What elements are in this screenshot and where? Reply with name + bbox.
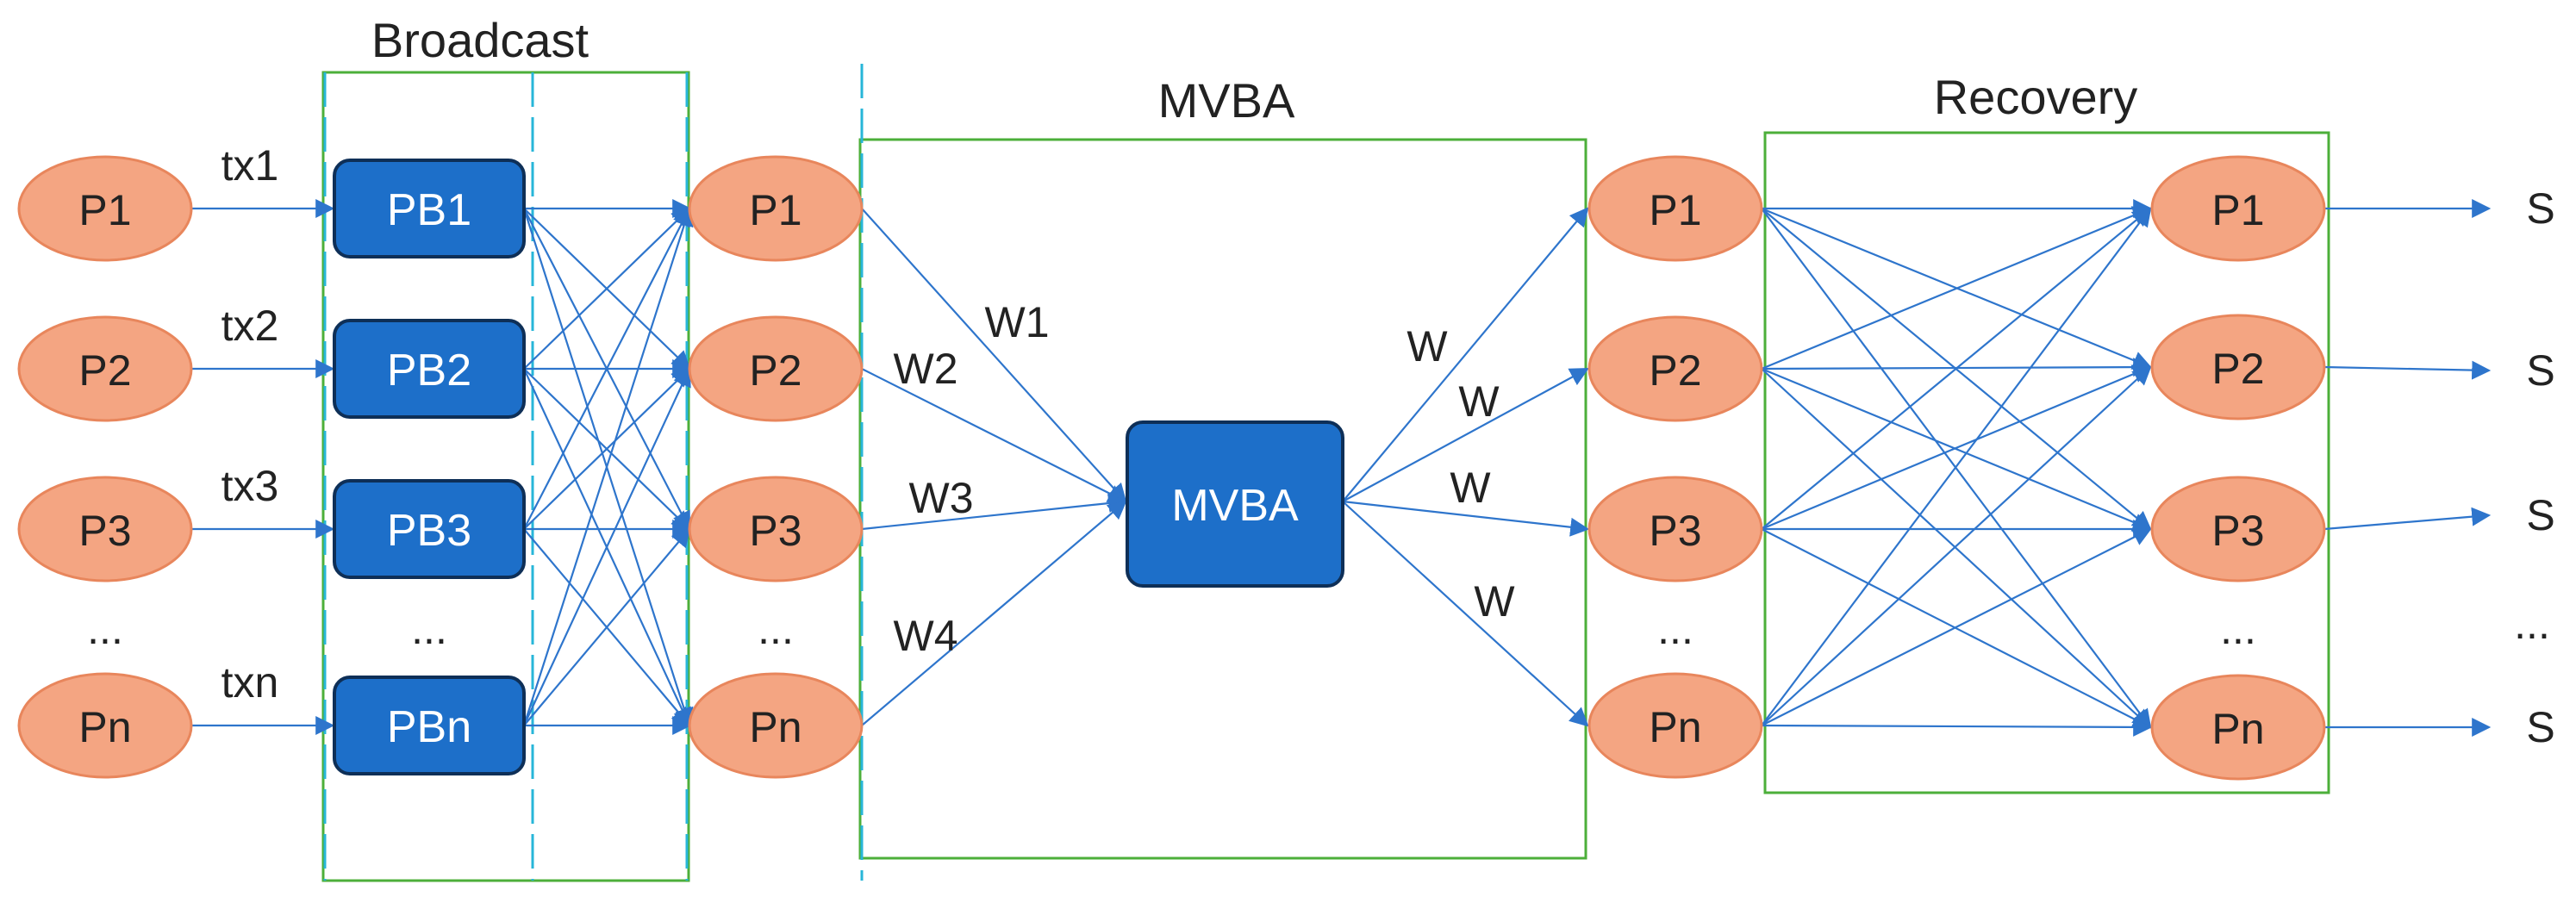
- broadcast-node-5: [688, 672, 864, 779]
- recovery-edge-4-4: [1761, 717, 2153, 737]
- mvba-box: [1126, 420, 1344, 588]
- mvba-out-node-2: [1587, 315, 1763, 422]
- input-node-3-label: P3: [78, 507, 131, 555]
- input-node-3: [17, 476, 193, 582]
- broadcast-node-5-label: Pn: [749, 703, 801, 751]
- w-out-edge-4: [1342, 501, 1589, 727]
- mvba-out-ellipsis: ...: [1657, 605, 1693, 653]
- w-in-label-3: W3: [909, 474, 974, 522]
- recovery-node-3: [2150, 476, 2326, 582]
- broadcast-frame: [321, 71, 690, 882]
- pb-box-1-label: PB1: [387, 185, 471, 235]
- output-label-3: S: [2526, 491, 2554, 539]
- recovery-edge-4-3: [1761, 528, 2152, 726]
- pb-edge-3-1: [523, 207, 691, 530]
- w-in-edge-1: [861, 208, 1127, 503]
- input-node-2: [17, 315, 193, 422]
- recovery-title: Recovery: [1934, 70, 2138, 124]
- recovery-node-1-label: P1: [2211, 186, 2264, 234]
- pb-box-3: [333, 479, 526, 579]
- mvba-out-node-3: [1587, 476, 1763, 582]
- w-out-label-4: W: [1474, 577, 1515, 626]
- broadcast-node-1: [688, 155, 864, 262]
- pb-box-3-label: PB3: [387, 506, 471, 556]
- recovery-ellipsis: ...: [2220, 605, 2256, 653]
- edges: [191, 199, 2492, 737]
- recovery-node-1: [2150, 155, 2326, 262]
- input-node-5-label: Pn: [78, 703, 131, 751]
- w-out-label-3: W: [1450, 464, 1491, 512]
- tx-label-3: tx3: [221, 462, 279, 510]
- recovery-node-2-label: P2: [2211, 345, 2264, 393]
- pb-edge-4-3: [523, 527, 691, 726]
- output-label-5: S: [2526, 703, 2554, 751]
- mvba-out-node-5: [1587, 672, 1763, 779]
- mvba-out-node-1: [1587, 155, 1763, 262]
- recovery-frame: [1763, 131, 2330, 794]
- mvba-out-node-3-label: P3: [1649, 507, 1701, 555]
- broadcast-node-2: [688, 315, 864, 422]
- tx-label-4: txn: [221, 658, 279, 707]
- recovery-node-5: [2150, 674, 2326, 781]
- mvba-out-node-2-label: P2: [1649, 346, 1701, 395]
- pb-edge-3-2: [523, 367, 691, 530]
- mvba-out-node-1-label: P1: [1649, 186, 1701, 234]
- input-node-1: [17, 155, 193, 262]
- recovery-edge-3-2: [1761, 364, 2153, 531]
- recovery-edge-3-1: [1761, 207, 2152, 530]
- w-in-label-2: W2: [894, 345, 958, 393]
- recovery-edge-2-4: [1761, 368, 2152, 729]
- broadcast-title: Broadcast: [371, 13, 589, 67]
- recovery-edge-4-1: [1761, 207, 2152, 726]
- pb-edge-4-1: [522, 206, 694, 726]
- output-ellipsis: ...: [2514, 600, 2550, 648]
- broadcast-node-3-label: P3: [749, 507, 801, 555]
- broadcast-node-1-label: P1: [749, 186, 801, 234]
- output-edge-2: [2323, 360, 2492, 380]
- w-in-edge-3: [861, 494, 1128, 531]
- input-ellipsis: ...: [87, 605, 123, 653]
- w-in-edge-2: [861, 368, 1127, 502]
- w-in-edge-4: [861, 500, 1127, 726]
- mvba-title: MVBA: [1158, 73, 1295, 128]
- mvba-out-node-5-label: Pn: [1649, 703, 1701, 751]
- pb-ellipsis: ...: [411, 605, 447, 653]
- output-edge-3: [2323, 507, 2492, 531]
- input-node-2-label: P2: [78, 346, 131, 395]
- recovery-node-2: [2150, 314, 2326, 420]
- recovery-edge-4-2: [1761, 365, 2152, 726]
- w-out-edge-2: [1342, 367, 1589, 502]
- pb-box-2: [333, 319, 526, 419]
- pb-edge-2-1: [523, 207, 691, 370]
- w-out-edge-1: [1342, 207, 1589, 502]
- input-node-1-label: P1: [78, 186, 131, 234]
- output-label-2: S: [2526, 346, 2554, 395]
- w-out-label-1: W: [1407, 322, 1448, 371]
- recovery-node-5-label: Pn: [2211, 705, 2264, 753]
- broadcast-node-2-label: P2: [749, 346, 801, 395]
- pb-box-1: [333, 159, 526, 258]
- pb-edge-4-2: [523, 367, 691, 726]
- output-label-1: S: [2526, 184, 2554, 233]
- tx-label-2: tx2: [221, 302, 279, 350]
- broadcast-node-3: [688, 476, 864, 582]
- pb-box-5-label: PBn: [387, 702, 471, 752]
- pb-box-5: [333, 676, 526, 775]
- mvba-box-label: MVBA: [1171, 481, 1299, 531]
- broadcast-ellipsis: ...: [758, 605, 794, 653]
- w-in-label-1: W1: [985, 298, 1050, 346]
- pb-box-2-label: PB2: [387, 346, 471, 395]
- w-in-label-4: W4: [894, 612, 958, 660]
- tx-label-1: tx1: [221, 141, 279, 190]
- w-out-label-2: W: [1458, 377, 1500, 426]
- recovery-edge-2-1: [1761, 206, 2153, 371]
- input-node-5: [17, 672, 193, 779]
- mvba-frame: [858, 138, 1587, 860]
- recovery-node-3-label: P3: [2211, 507, 2264, 555]
- w-out-edge-3: [1342, 500, 1590, 537]
